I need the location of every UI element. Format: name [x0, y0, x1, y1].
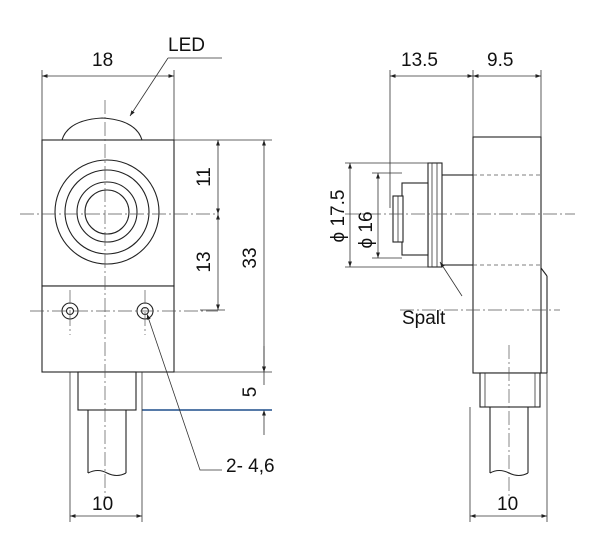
dim-total: 33 — [240, 247, 261, 268]
holes-leader — [146, 313, 222, 471]
side-view — [345, 136, 575, 500]
sensor-side-body — [472, 136, 542, 374]
spalt-leader — [439, 261, 463, 297]
cable-gland-front — [77, 371, 137, 411]
sensor-upper-body — [41, 139, 175, 287]
dim-depth-right: 9.5 — [487, 50, 513, 71]
front-view — [20, 100, 218, 500]
sensing-flange — [427, 162, 443, 268]
front-dimensions — [41, 57, 272, 522]
sensing-head — [439, 174, 474, 266]
cable-front — [87, 410, 127, 473]
dim-dia-inner: ϕ 16 — [356, 211, 377, 248]
sensing-face-inner — [84, 189, 130, 235]
sensing-face-side — [401, 182, 429, 256]
dim-cable-front: 10 — [92, 494, 113, 515]
side-dimensions — [345, 70, 548, 522]
sensor-lower-body — [41, 285, 175, 373]
dim-depth-left: 13.5 — [401, 50, 438, 71]
led-label: LED — [168, 35, 205, 56]
led-dome — [61, 117, 143, 141]
led-leader — [129, 57, 169, 117]
cable-side — [489, 407, 529, 473]
cable-gland-side — [479, 372, 541, 408]
dim-lower: 13 — [194, 251, 215, 272]
dim-cable: 5 — [240, 387, 261, 398]
holes-label: 2- 4,6 — [226, 456, 275, 477]
spalt-label: Spalt — [402, 308, 446, 329]
dim-upper: 11 — [194, 167, 215, 187]
dim-dia-outer: ϕ 17.5 — [328, 190, 349, 243]
dim-cable-side: 10 — [497, 494, 518, 515]
dim-width-front: 18 — [92, 50, 113, 71]
sensing-face-outer — [54, 159, 160, 265]
